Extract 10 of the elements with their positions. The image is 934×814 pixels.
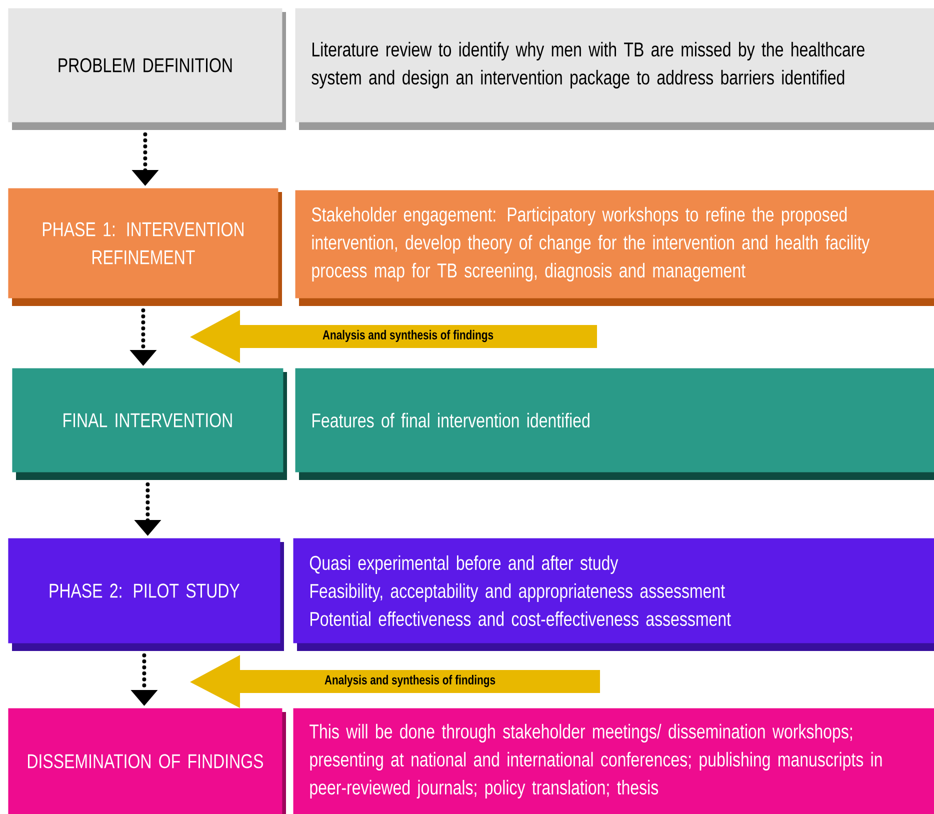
description-box: Features of final intervention identified bbox=[295, 368, 934, 480]
heading-box: PHASE 1: INTERVENTION REFINEMENT bbox=[8, 188, 282, 306]
description-box: This will be done through stakeholder meetings/ dissemination workshops; presenting at national and international conferences; publishing manuscripts in peer-reviewed journals; policy translation; thesis bbox=[293, 708, 934, 814]
heading-box: FINAL INTERVENTION bbox=[12, 368, 287, 480]
heading-box: PHASE 2: PILOT STUDY bbox=[8, 538, 284, 651]
description-box: Stakeholder engagement: Participatory workshops to refine the proposed intervention, develop theory of change for the intervention and health facility process map for TB screening, diagnosis and management bbox=[295, 190, 934, 306]
description-box: Literature review to identify why men with TB are missed by the healthcare system and design an intervention package to address barriers identified bbox=[295, 8, 934, 130]
heading-box: PROBLEM DEFINITION bbox=[8, 8, 286, 130]
heading-box: DISSEMINATION OF FINDINGS bbox=[8, 708, 286, 814]
description-box: Quasi experimental before and after study Feasibility, acceptability and appropriateness assessment Potential effectiveness and cost-effectiveness assessment bbox=[293, 538, 934, 651]
